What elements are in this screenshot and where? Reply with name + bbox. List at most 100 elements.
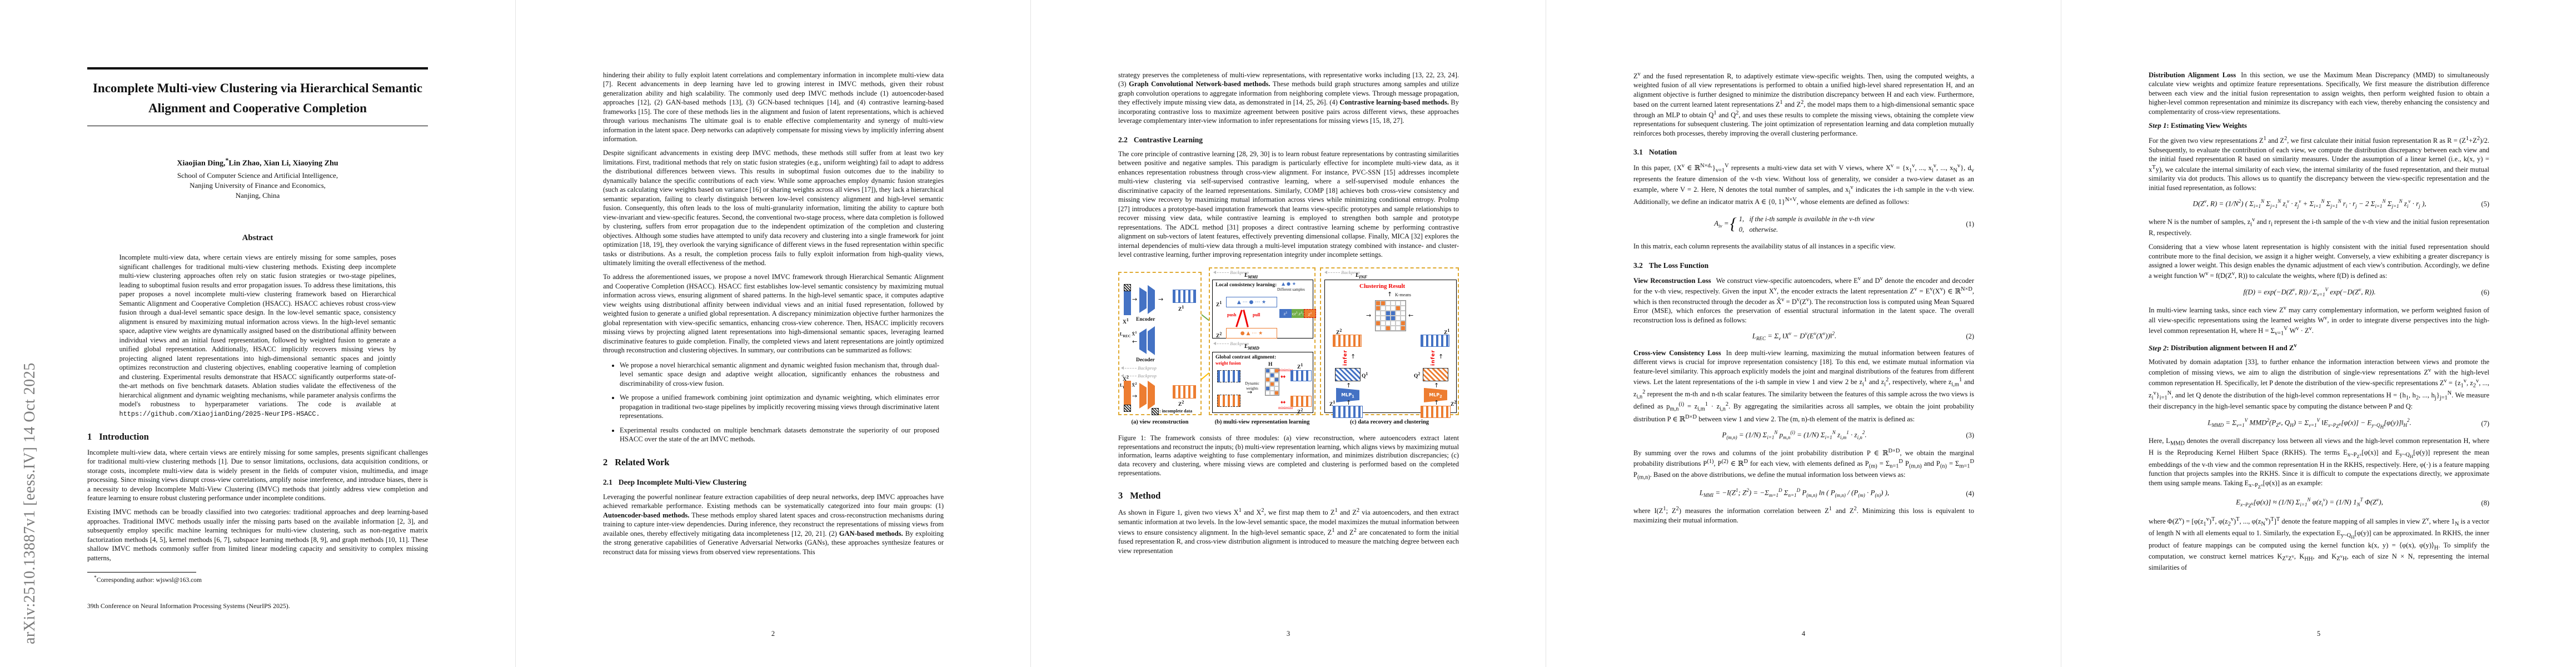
arrow-right-icon [1247, 389, 1252, 395]
step-title: : Distribution alignment between H and Z… [2166, 342, 2297, 352]
h-label: H [1268, 361, 1273, 367]
list-item: We propose a unified framework combining… [620, 393, 939, 421]
backprop-label: Backprop [1230, 340, 1249, 346]
paragraph-text: In this paper, {Xv ∈ ℝN×dᵥ}v=1V represen… [1633, 162, 1974, 206]
arrow-up-icon [1346, 400, 1351, 406]
grid-cell [1396, 325, 1401, 331]
footnote-text: *Corresponding author: wjswsl@163.com [94, 575, 202, 584]
paragraph-text: strategy preserves the completeness of m… [1118, 71, 1459, 125]
paragraph: Motivated by domain adaptation [33], to … [2149, 357, 2489, 411]
pull-arrow [1243, 309, 1249, 327]
equation-number: (5) [2481, 200, 2489, 208]
equation-number: (1) [1966, 220, 1974, 228]
grid-cell [1274, 377, 1279, 382]
paragraph-text: Here, LMMD denotes the overall discrepan… [2149, 437, 2490, 490]
grid-cell [1274, 368, 1279, 373]
paragraph-text: Motivated by domain adaptation [33], to … [2149, 358, 2489, 411]
backprop-label: Backprop [1230, 269, 1249, 275]
grid-cell [1274, 390, 1279, 395]
page-number: 3 [1286, 630, 1291, 638]
backprop-arrow: Backprop [1121, 365, 1157, 371]
grid-cell [1376, 325, 1381, 331]
affiliation: School of Computer Science and Artificia… [87, 171, 428, 201]
minimize-arrow-icon [1280, 374, 1285, 380]
decoder-shape [1139, 328, 1147, 354]
z2-input-label: Z2 [1451, 399, 1457, 407]
z2-label: Z2 [1297, 407, 1303, 415]
equation-number: (3) [1966, 431, 1974, 440]
figure-caption: Figure 1: The framework consists of thre… [1118, 434, 1459, 477]
paragraph: Despite significant advancements in exis… [603, 148, 944, 268]
paragraph-text: where I(Z1; Z2) measures the information… [1633, 506, 1974, 524]
paragraph-text: The core principle of contrastive learni… [1118, 150, 1459, 259]
abstract-heading: Abstract [242, 233, 273, 243]
concat-z1-cell: Z1 [1279, 308, 1292, 318]
subsection-title: The Loss Function [1648, 261, 1709, 270]
backprop-label: Backprop [1138, 372, 1157, 379]
grid-cell [1381, 300, 1386, 306]
paragraph: Zv and the fused representation R, to ad… [1633, 71, 1974, 138]
footnote: *Corresponding author: wjswsl@163.com [87, 572, 428, 584]
z2-recovered-box [1333, 334, 1362, 347]
incomplete-hatch [1124, 404, 1131, 412]
page-number: 5 [2316, 630, 2321, 638]
paragraph-text: Zv and the fused representation R, to ad… [1633, 71, 1975, 137]
mmd-loss-label: LMMD [1244, 343, 1259, 351]
grid-cell [1270, 372, 1274, 377]
grid-cell [1396, 300, 1401, 306]
subsection-title: Contrastive Learning [1133, 135, 1203, 144]
minimize-label: minimize [1278, 367, 1293, 372]
grid-cell [1401, 310, 1406, 316]
q2-label: Q2 [1414, 371, 1421, 379]
arrow-right-icon [1132, 393, 1137, 399]
paragraph-text: To address the aforementioned issues, we… [603, 273, 944, 354]
equation-number: (4) [1966, 489, 1974, 497]
step-number-text: Step 1 [2149, 121, 2167, 130]
z1-label: Z1 [1297, 362, 1303, 370]
page-content: strategy preserves the completeness of m… [1118, 0, 1459, 560]
encoder-shape [1148, 380, 1155, 410]
paragraph-text: Existing IMVC methods can be broadly cla… [87, 508, 428, 562]
page-3: strategy preserves the completeness of m… [1030, 0, 1546, 667]
grid-cell [1381, 315, 1386, 321]
panel-b-caption: (b) multi-view representation learning [1214, 419, 1310, 425]
local-consistency-box: Local consistency learning: ▲ ● ★ Differ… [1212, 279, 1316, 339]
minimize-label: minimize [1278, 405, 1293, 410]
grid-cell [1274, 381, 1279, 386]
grid-cell [1265, 377, 1270, 382]
arrow-up-icon [1351, 354, 1356, 360]
paragraph: Considering that a view whose latent rep… [2149, 242, 2489, 280]
arrow-up-icon [1434, 382, 1439, 389]
arrow-left-icon [1132, 339, 1137, 345]
z2-label: Z2 [1178, 399, 1184, 407]
grid-cell [1396, 310, 1401, 316]
abstract-text: Incomplete multi-view data, where certai… [119, 253, 396, 409]
equation-body: Aiv ={1, if the i-th sample is available… [1633, 213, 1955, 236]
paragraph-text: In deep multi-view learning, maximizing … [1633, 349, 1974, 423]
infer-label: infer [1343, 349, 1348, 366]
q1-semantic-box [1335, 367, 1361, 381]
paragraph-text: Leveraging the powerful nonlinear featur… [603, 492, 944, 556]
arrow-up-icon [1387, 291, 1392, 297]
subsection-number: 3.2 [1633, 261, 1643, 270]
cases-rows: 1, if the i-th sample is available in th… [1739, 214, 1875, 234]
z2-recovered-label: Z2 [1336, 327, 1342, 336]
z2-target-box [1291, 395, 1312, 407]
grid-cell [1265, 372, 1270, 377]
paragraph: In this paper, {Xv ∈ ℝN×dᵥ}v=1V represen… [1633, 162, 1974, 207]
x2-data-bar [1124, 380, 1131, 412]
grid-cell [1270, 368, 1274, 373]
figure-panel-c: Backprop LINF Clustering Result K-means … [1320, 267, 1459, 418]
code-url[interactable]: https://github.com/XiaojianDing/2025-Neu… [119, 410, 320, 418]
incomplete-data-swatch [1152, 407, 1159, 415]
arxiv-watermark: arXiv:2510.13887v1 [eess.IV] 14 Oct 2025 [21, 362, 38, 644]
abstract-body: Incomplete multi-view data, where certai… [119, 253, 396, 419]
z1-recovered-box [1421, 334, 1449, 347]
step-number: Step 2 [2149, 344, 2166, 352]
backprop-arrow: Backprop [1213, 340, 1249, 347]
